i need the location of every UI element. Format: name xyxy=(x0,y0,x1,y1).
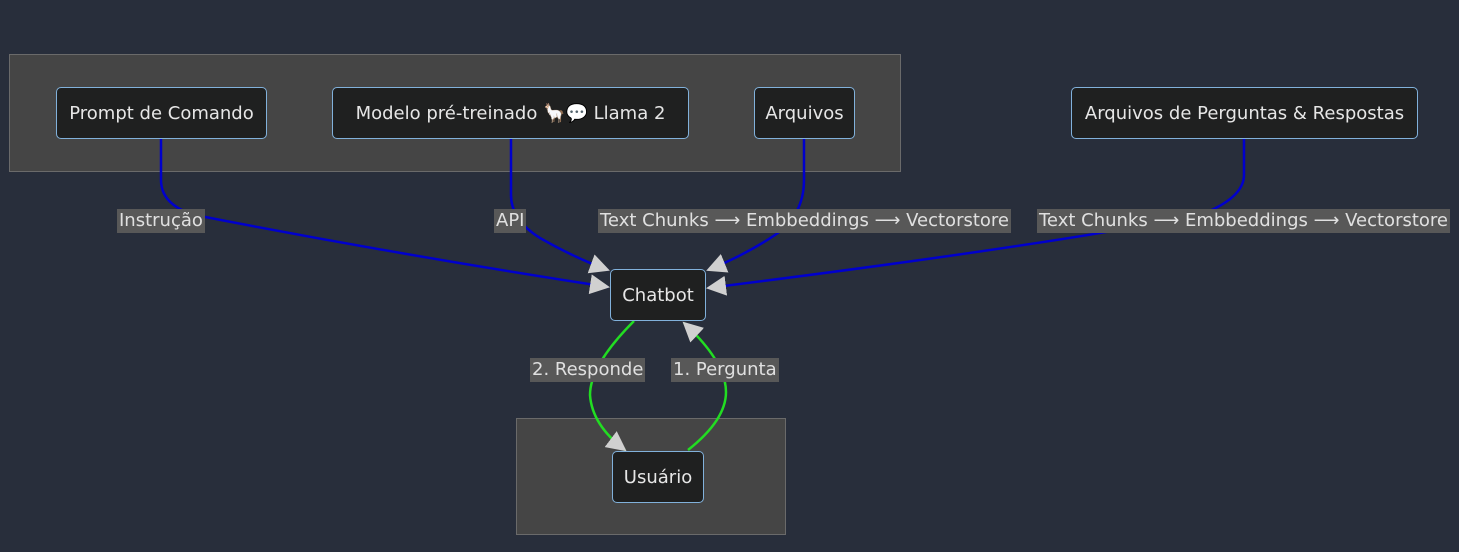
edge-label-responde: 2. Responde xyxy=(530,358,646,382)
node-prompt-de-comando[interactable]: Prompt de Comando xyxy=(56,87,267,139)
edge-arquivos xyxy=(706,139,806,273)
edge-label-instrucao: Instrução xyxy=(117,209,205,233)
edge-label-chunks-arquivos: Text Chunks ⟶ Embbeddings ⟶ Vectorstore xyxy=(598,209,1011,233)
edge-responde xyxy=(588,320,635,452)
node-chatbot[interactable]: Chatbot xyxy=(610,269,706,321)
node-arquivos[interactable]: Arquivos xyxy=(754,87,855,139)
edge-api xyxy=(509,139,610,274)
node-modelo-pre-treinado[interactable]: Modelo pré-treinado 🦙💬 Llama 2 xyxy=(332,87,689,139)
edge-pergunta xyxy=(682,321,728,451)
edge-instrucao xyxy=(159,139,610,295)
edge-label-api: API xyxy=(494,209,527,233)
node-usuario[interactable]: Usuário xyxy=(612,451,704,503)
node-arquivos-perguntas-respostas[interactable]: Arquivos de Perguntas & Respostas xyxy=(1071,87,1418,139)
edge-label-chunks-qa: Text Chunks ⟶ Embbeddings ⟶ Vectorstore xyxy=(1037,209,1450,233)
edge-label-pergunta: 1. Pergunta xyxy=(671,358,779,382)
